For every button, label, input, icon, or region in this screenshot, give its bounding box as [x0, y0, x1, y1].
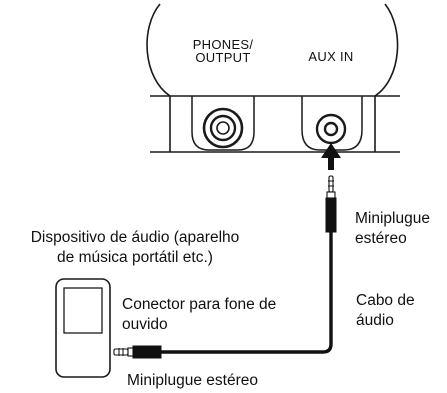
mini-plug-top-caption-line2: estéreo: [355, 230, 407, 247]
portable-audio-device: [55, 278, 111, 378]
headphone-jack-caption: Conector para fone de ouvido: [122, 295, 276, 335]
plug-tip: [328, 175, 334, 193]
panel-left-curve: [146, 3, 171, 152]
audio-cable: [160, 232, 333, 354]
phones-output-label-line2: OUTPUT: [195, 50, 251, 65]
insert-arrow-shaft: [328, 158, 334, 170]
panel-right-curve: [374, 3, 399, 152]
phones-jack-outer-ring: [202, 107, 244, 149]
insert-arrow: [321, 143, 341, 170]
insert-arrow-head: [321, 143, 341, 158]
aux-jack-hole: [323, 121, 339, 137]
audio-device-caption-line2: de música portátil etc.): [57, 249, 213, 266]
phones-output-jack: [191, 96, 255, 151]
aux-in-label: AUX IN: [308, 49, 354, 64]
plug-body: [325, 197, 337, 233]
aux-jack-outer-ring: [315, 113, 347, 145]
mini-plug-top-caption: Miniplugue estéreo: [355, 209, 430, 249]
mini-plug-bottom-caption: Miniplugue estéreo: [127, 372, 258, 389]
mini-plug-vertical: [325, 175, 337, 233]
mini-plug-horizontal: [113, 345, 162, 359]
plug-collar-h: [127, 347, 134, 357]
audio-device-caption-line1: Dispositivo de áudio (aparelho: [30, 229, 240, 246]
plug-body-h: [132, 345, 162, 359]
phones-jack-hole: [216, 121, 230, 135]
phones-output-label: PHONES/ OUTPUT: [186, 38, 260, 64]
headphone-jack-caption-line2: ouvido: [122, 316, 168, 333]
aux-in-jack: [301, 96, 363, 151]
mini-plug-top-caption-line1: Miniplugue: [355, 210, 430, 227]
device-screen: [63, 287, 103, 334]
plug-collar: [326, 191, 336, 199]
audio-device-caption: Dispositivo de áudio (aparelho de música…: [2, 228, 268, 268]
audio-cable-caption-line1: Cabo de: [356, 292, 415, 309]
phones-output-label-line1: PHONES/: [192, 37, 254, 52]
plug-tip-h: [113, 348, 129, 356]
phones-jack-inner-ring: [209, 114, 237, 142]
phones-jack-housing: [191, 96, 255, 151]
headphone-jack-caption-line1: Conector para fone de: [122, 296, 277, 313]
audio-cable-caption-line2: áudio: [356, 312, 394, 329]
audio-cable-caption: Cabo de áudio: [356, 291, 415, 331]
